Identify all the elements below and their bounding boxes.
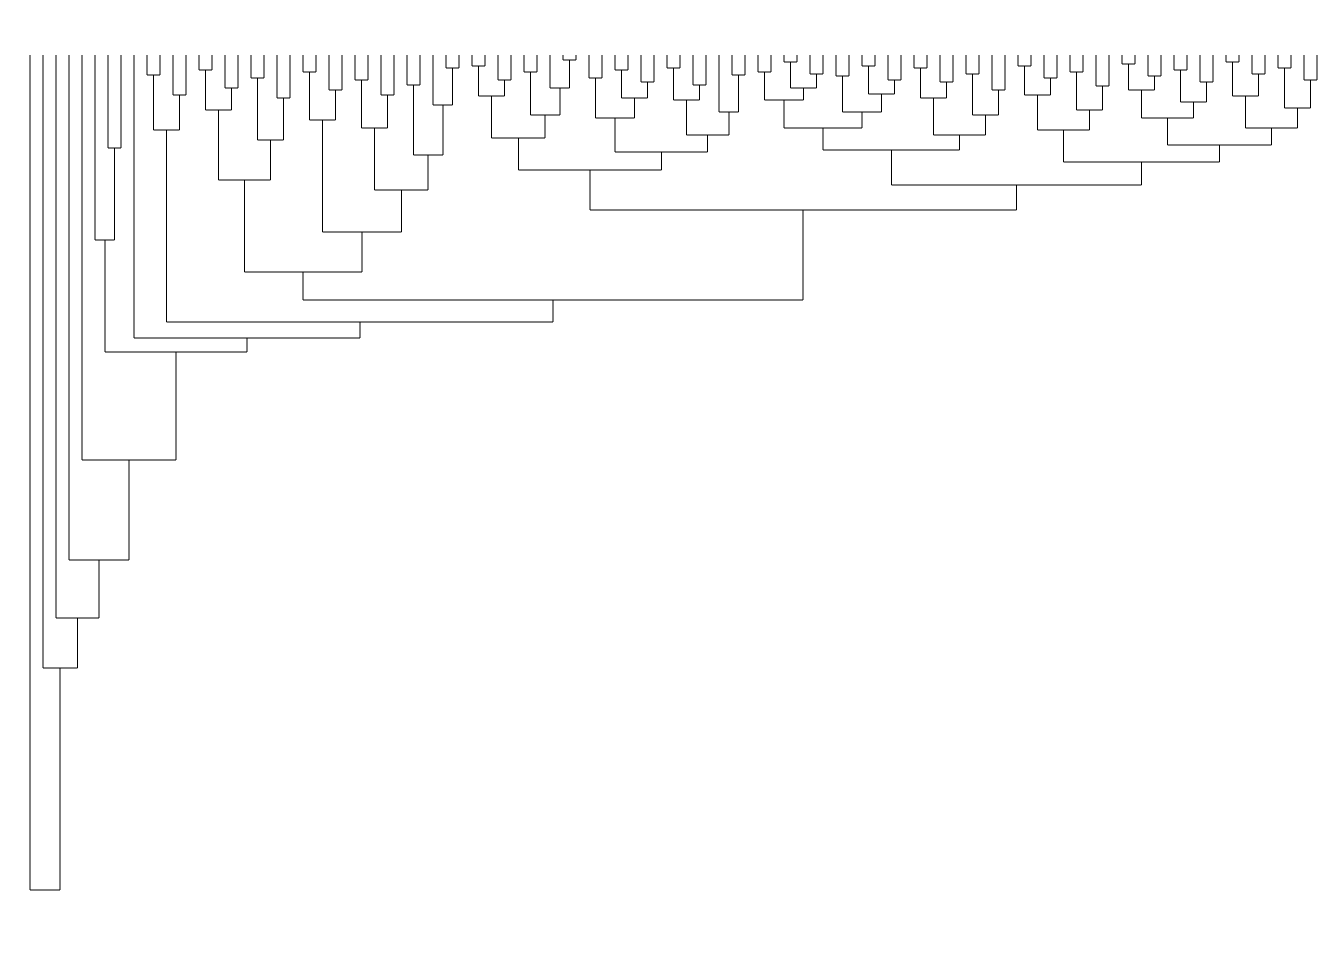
dendrogram-linkage-lines — [29, 55, 1318, 891]
